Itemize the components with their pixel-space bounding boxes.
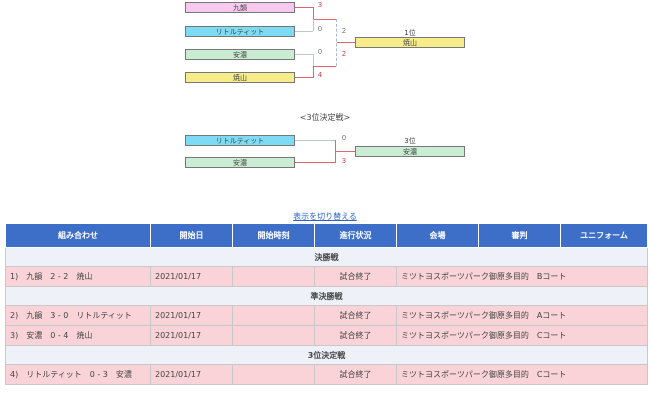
- bracket-team-1[interactable]: 九韻: [185, 2, 295, 13]
- third-place-box[interactable]: 安濃: [355, 146, 465, 157]
- cell-status: 試合終了: [314, 305, 397, 326]
- cell-date: 2021/01/17: [150, 305, 233, 326]
- champion-rank: 1位: [404, 29, 416, 37]
- cell-matchup: 3) 安濃 0 - 4 焼山: [5, 325, 151, 346]
- score-semi1-team1: 3: [317, 1, 323, 9]
- cell-status: 試合終了: [314, 364, 397, 385]
- header-venue: 会場: [396, 223, 479, 248]
- bracket-line: [335, 140, 336, 163]
- bracket-line: [314, 66, 336, 67]
- third-team-1[interactable]: リトルティット: [185, 135, 295, 146]
- cell-status: 試合終了: [314, 266, 397, 287]
- group-title: 決勝戦: [5, 247, 648, 267]
- table-row[interactable]: 4) リトルティット 0 - 3 安濃 2021/01/17 試合終了 ミツトヨ…: [5, 364, 648, 385]
- cell-time: [232, 325, 315, 346]
- match-table: 組み合わせ 開始日 開始時刻 進行状況 会場 審判 ユニフォーム 決勝戦 1) …: [5, 223, 648, 385]
- bracket-line: [295, 7, 313, 8]
- score-third-team1: 0: [341, 134, 347, 142]
- cell-time: [232, 364, 315, 385]
- champion-box[interactable]: 焼山: [355, 37, 465, 48]
- group-row-semifinal: 準決勝戦: [5, 286, 648, 306]
- bracket-line: [295, 31, 313, 32]
- final-connector: [336, 19, 337, 66]
- table-row[interactable]: 2) 九韻 3 - 0 リトルティット 2021/01/17 試合終了 ミツトヨ…: [5, 305, 648, 326]
- third-place-title: <3位決定戦>: [299, 113, 351, 122]
- cell-venue: ミツトヨスポーツパーク御原多目的 Aコート: [396, 305, 648, 326]
- bracket-line: [314, 19, 336, 20]
- bracket-line: [313, 7, 314, 19]
- score-semi1-team2: 0: [317, 25, 323, 33]
- score-third-team2: 3: [341, 157, 347, 165]
- bracket-team-3[interactable]: 安濃: [185, 49, 295, 60]
- cell-venue: ミツトヨスポーツパーク御原多目的 Bコート: [396, 266, 648, 287]
- bracket-line: [313, 19, 314, 31]
- bracket-line: [336, 151, 355, 152]
- cell-venue: ミツトヨスポーツパーク御原多目的 Cコート: [396, 364, 648, 385]
- cell-time: [232, 266, 315, 287]
- third-rank: 3位: [404, 137, 416, 145]
- cell-date: 2021/01/17: [150, 364, 233, 385]
- header-referee: 審判: [478, 223, 561, 248]
- header-status: 進行状況: [314, 223, 397, 248]
- header-uniform: ユニフォーム: [560, 223, 648, 248]
- bracket-line: [337, 42, 355, 43]
- group-title: 3位決定戦: [5, 345, 648, 365]
- cell-date: 2021/01/17: [150, 325, 233, 346]
- cell-matchup: 2) 九韻 3 - 0 リトルティット: [5, 305, 151, 326]
- header-date: 開始日: [150, 223, 233, 248]
- group-title: 準決勝戦: [5, 286, 648, 306]
- bracket-line: [295, 77, 313, 78]
- score-semi2-team2: 4: [317, 71, 323, 79]
- cell-matchup: 4) リトルティット 0 - 3 安濃: [5, 364, 151, 385]
- cell-venue: ミツトヨスポーツパーク御原多目的 Cコート: [396, 325, 648, 346]
- bracket-line: [295, 140, 335, 141]
- group-row-final: 決勝戦: [5, 247, 648, 267]
- cell-status: 試合終了: [314, 325, 397, 346]
- cell-matchup: 1) 九韻 2 - 2 焼山: [5, 266, 151, 287]
- bracket-line: [313, 54, 314, 66]
- cell-time: [232, 305, 315, 326]
- third-team-2[interactable]: 安濃: [185, 157, 295, 168]
- score-semi2-team1: 0: [317, 48, 323, 56]
- group-row-third-place: 3位決定戦: [5, 345, 648, 365]
- toggle-view-link[interactable]: 表示を切り替える: [293, 212, 357, 221]
- cell-date: 2021/01/17: [150, 266, 233, 287]
- bracket-team-2[interactable]: リトルティット: [185, 26, 295, 37]
- score-final-team1: 2: [341, 27, 347, 35]
- table-row[interactable]: 1) 九韻 2 - 2 焼山 2021/01/17 試合終了 ミツトヨスポーツパ…: [5, 266, 648, 287]
- header-matchup: 組み合わせ: [5, 223, 151, 248]
- table-header-row: 組み合わせ 開始日 開始時刻 進行状況 会場 審判 ユニフォーム: [5, 223, 648, 248]
- table-row[interactable]: 3) 安濃 0 - 4 焼山 2021/01/17 試合終了 ミツトヨスポーツパ…: [5, 325, 648, 346]
- bracket-line: [295, 162, 335, 163]
- bracket-line: [295, 54, 313, 55]
- bracket-line: [313, 66, 314, 78]
- bracket-team-4[interactable]: 焼山: [185, 72, 295, 83]
- header-time: 開始時刻: [232, 223, 315, 248]
- score-final-team2: 2: [341, 50, 347, 58]
